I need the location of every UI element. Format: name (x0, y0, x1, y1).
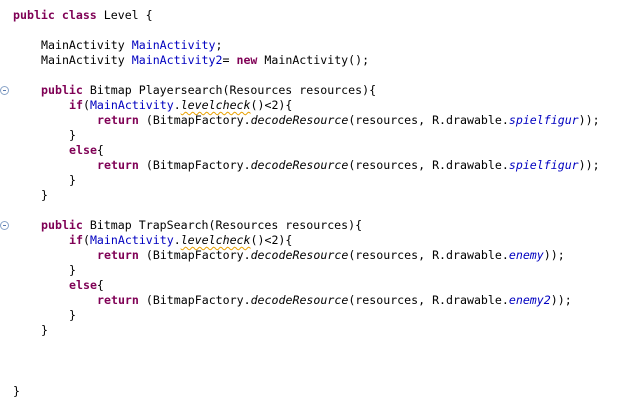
code-token: (BitmapFactory. (138, 158, 251, 172)
code-token: if (69, 233, 83, 247)
code-line: } (69, 173, 76, 188)
code-token: { (96, 278, 104, 292)
collapse-icon[interactable] (0, 221, 9, 230)
code-token: { (96, 143, 104, 157)
code-line: } (69, 308, 76, 323)
code-token: Bitmap TrapSearch(Resources resources){ (82, 218, 363, 232)
code-token: MainActivity (89, 98, 174, 112)
code-line: public Bitmap Playersearch(Resources res… (41, 83, 376, 98)
code-line: if(MainActivity.levelcheck()<2){ (69, 98, 292, 113)
code-token: levelcheck (180, 98, 251, 112)
code-token: spielfigur (508, 113, 579, 127)
code-token: (resources, R.drawable. (348, 158, 509, 172)
code-token: )); (543, 248, 565, 262)
code-line: public class Level { (13, 8, 153, 23)
code-token: . (173, 233, 181, 247)
code-token: levelcheck (180, 233, 251, 247)
editor-gutter (0, 0, 10, 407)
code-token: ; (215, 38, 223, 52)
code-token: spielfigur (508, 158, 579, 172)
code-token: )); (578, 158, 600, 172)
code-token: decodeResource (250, 113, 349, 127)
code-token: public (41, 83, 83, 97)
code-line: MainActivity MainActivity2= new MainActi… (41, 53, 369, 68)
code-token: else (69, 143, 97, 157)
code-token: ( (82, 233, 90, 247)
code-token: } (69, 263, 76, 277)
code-token: return (97, 113, 139, 127)
code-line: } (13, 384, 20, 399)
code-token: public (41, 218, 83, 232)
code-token: )); (578, 113, 600, 127)
code-token: MainActivity2 (131, 53, 223, 67)
code-token: decodeResource (250, 293, 349, 307)
code-line: return (BitmapFactory.decodeResource(res… (97, 113, 600, 128)
code-token: } (69, 128, 76, 142)
code-token: MainActivity (41, 38, 132, 52)
code-token: else (69, 278, 97, 292)
code-token: (BitmapFactory. (138, 248, 251, 262)
code-line: return (BitmapFactory.decodeResource(res… (97, 158, 600, 173)
code-line: public Bitmap TrapSearch(Resources resou… (41, 218, 362, 233)
code-token: decodeResource (250, 158, 349, 172)
collapse-icon[interactable] (0, 86, 9, 95)
code-line: } (41, 323, 48, 338)
code-token: )); (550, 293, 572, 307)
code-token: ()<2){ (250, 233, 293, 247)
code-token: ( (82, 98, 90, 112)
code-token: = (222, 53, 237, 67)
code-token: } (69, 308, 76, 322)
code-token: return (97, 158, 139, 172)
code-token: MainActivity(); (257, 53, 370, 67)
code-token: return (97, 293, 139, 307)
code-line: if(MainActivity.levelcheck()<2){ (69, 233, 292, 248)
code-token: decodeResource (250, 248, 349, 262)
code-line: else{ (69, 278, 104, 293)
code-line: } (69, 263, 76, 278)
code-token: (BitmapFactory. (138, 113, 251, 127)
code-token: MainActivity (89, 233, 174, 247)
code-token: (BitmapFactory. (138, 293, 251, 307)
code-token: } (41, 188, 48, 202)
code-token: public (13, 8, 55, 22)
code-line: } (69, 128, 76, 143)
code-token: } (41, 323, 48, 337)
code-token: (resources, R.drawable. (348, 113, 509, 127)
code-token: enemy (508, 248, 544, 262)
code-line: else{ (69, 143, 104, 158)
code-token: return (97, 248, 139, 262)
code-token: . (173, 98, 181, 112)
code-token (55, 8, 62, 22)
code-token: } (69, 173, 76, 187)
code-token: (resources, R.drawable. (348, 293, 509, 307)
code-token: MainActivity (41, 53, 132, 67)
code-token: } (13, 384, 20, 398)
code-token: Level { (96, 8, 153, 22)
code-line: } (41, 188, 48, 203)
code-token: ()<2){ (250, 98, 293, 112)
code-token: if (69, 98, 83, 112)
code-token: MainActivity (131, 38, 216, 52)
code-token: enemy2 (508, 293, 551, 307)
code-line: MainActivity MainActivity; (41, 38, 223, 53)
code-line: return (BitmapFactory.decodeResource(res… (97, 248, 565, 263)
code-token: Bitmap Playersearch(Resources resources)… (82, 83, 377, 97)
code-token: class (61, 8, 97, 22)
code-line: return (BitmapFactory.decodeResource(res… (97, 293, 572, 308)
code-token: new (236, 53, 258, 67)
code-token: (resources, R.drawable. (348, 248, 509, 262)
